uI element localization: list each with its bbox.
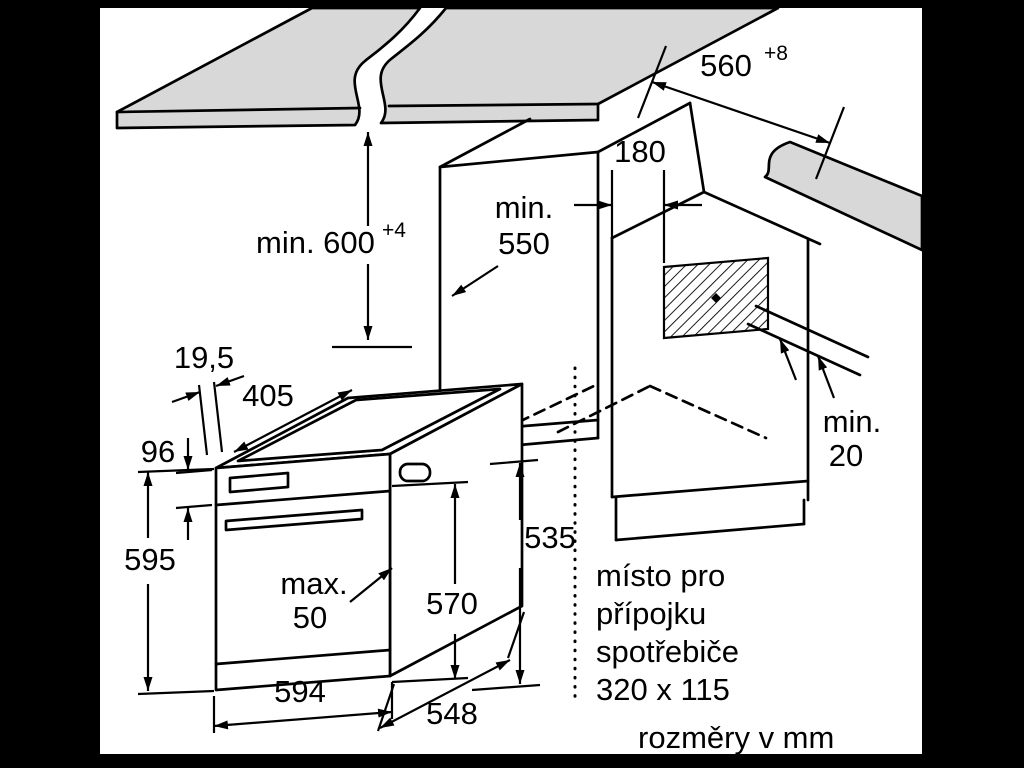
dim-label-535: 535 (524, 520, 576, 555)
dim-label-595: 595 (124, 542, 176, 577)
dim-label-550-l1: min. (495, 190, 554, 225)
dim-label-max: max. (280, 566, 347, 601)
oven-panel-line (214, 489, 392, 507)
dim-niche-width: 560 +8 (636, 42, 846, 180)
dim-line (171, 390, 201, 404)
dim-line (213, 708, 393, 730)
wall-edge-2 (746, 322, 862, 377)
niche-top-back-edge (702, 190, 822, 246)
niche-plinth-bottom (614, 522, 806, 542)
dim-oven-height: 595 (124, 467, 215, 696)
note-line-3: spotřebiče (596, 634, 739, 669)
ext-line (175, 468, 213, 475)
niche-top-left-edge (610, 190, 706, 240)
dim-panel-height: 96 (141, 434, 213, 540)
dim-label-550-l2: 550 (498, 226, 550, 261)
niche-floor-hidden-3 (648, 384, 768, 440)
leader-arrow (451, 265, 499, 297)
counter-right (746, 140, 924, 377)
dim-rear-gap: min. 20 (778, 338, 882, 473)
units-note: rozměry v mm (638, 720, 834, 755)
dim-oven-width: 594 (212, 674, 394, 733)
counter-slab-left (115, 6, 422, 130)
dim-label-50: 50 (293, 600, 327, 635)
dim-label-594: 594 (274, 674, 326, 709)
connection-dot (711, 293, 721, 303)
dim-label-180: 180 (614, 134, 666, 169)
dim-top-inset: 19,5 (171, 340, 245, 456)
leader-arrow (778, 338, 798, 381)
ext-line (489, 458, 539, 466)
ext-line (506, 611, 526, 659)
dim-handle-clearance: max. 50 (280, 566, 393, 635)
dim-top-width: 405 (233, 378, 353, 453)
ext-line (137, 467, 215, 474)
dim-label-570: 570 (426, 586, 478, 621)
dim-connection-offset: 180 (574, 134, 702, 263)
dim-label-600: min. 600 (256, 225, 375, 260)
dim-label-20-l2: 20 (829, 438, 863, 473)
dim-line (215, 374, 245, 388)
note-line-2: přípojku (596, 596, 706, 631)
niche-floor-hidden-2 (556, 384, 652, 434)
niche-bottom-front-edge (610, 479, 810, 499)
counter-front-edge-mid (387, 102, 600, 108)
counter-slab-mid (379, 6, 780, 125)
dim-label-600-sup: +4 (382, 219, 406, 242)
leader-arrow (816, 355, 836, 399)
ext-line (197, 384, 209, 456)
counter-front-edge-left (115, 106, 362, 114)
dim-label-405: 405 (242, 378, 294, 413)
oven (214, 382, 524, 692)
oven-display (228, 471, 290, 494)
oven-handle (224, 508, 364, 532)
dim-label-20-l1: min. (823, 404, 882, 439)
frame-left (0, 0, 100, 768)
leader-arrow (349, 567, 393, 603)
ext-line (391, 480, 469, 488)
dim-line (233, 389, 353, 453)
dim-line (379, 659, 511, 729)
dim-line (651, 80, 831, 145)
dim-label-548: 548 (426, 696, 478, 731)
cabinet-top-left-edge (438, 117, 532, 169)
counter-slab-right (763, 140, 924, 252)
ext-line (137, 689, 215, 696)
frame-bottom (100, 754, 922, 768)
oven-side-vent (398, 462, 432, 483)
frame-right (922, 0, 1024, 768)
dim-label-560-sup: +8 (764, 42, 788, 65)
wall-edge-1 (754, 304, 870, 359)
connection-note: místo pro přípojku spotřebiče 320 x 115 (596, 558, 739, 707)
dim-label-19-5: 19,5 (174, 340, 234, 375)
dim-under-counter-height: min. 600 +4 (256, 132, 412, 349)
note-line-1: místo pro (596, 558, 725, 593)
oven-door-bottom-line (214, 648, 392, 666)
counter-left (115, 6, 780, 130)
dim-oven-depth: 548 (376, 611, 526, 732)
connection-area (662, 256, 770, 340)
dim-label-96: 96 (141, 434, 175, 469)
ext-line (175, 503, 213, 510)
ext-line (212, 381, 224, 453)
note-line-4: 320 x 115 (596, 672, 730, 707)
dim-label-560: 560 (700, 48, 752, 83)
dim-niche-depth: min. 550 (451, 190, 554, 297)
frame-top (100, 0, 922, 8)
